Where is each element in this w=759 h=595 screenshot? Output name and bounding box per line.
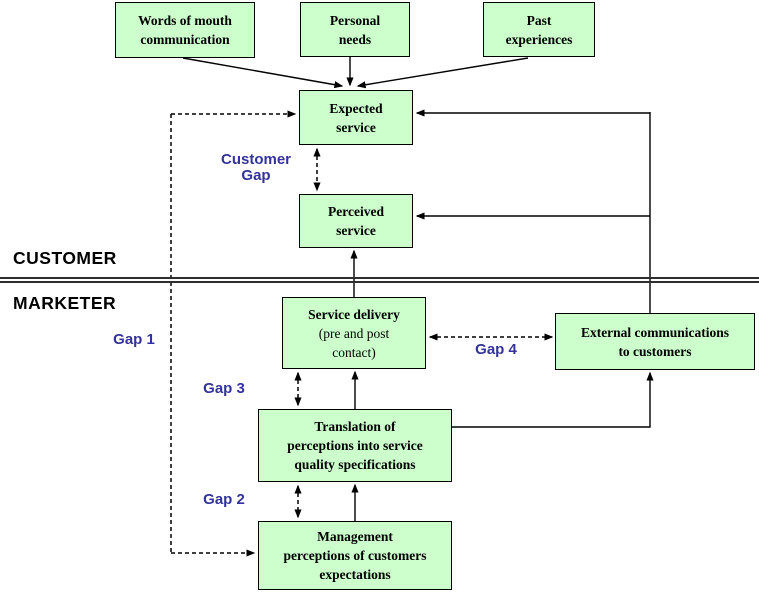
box-management-perceptions: Management perceptions of customers expe…: [258, 521, 452, 590]
box-personal-needs-label: Personal needs: [329, 12, 381, 47]
box-expected-service-label: Expected service: [329, 100, 383, 135]
box-expected-service: Expected service: [299, 90, 413, 145]
customer-gap-label: Customer Gap: [220, 151, 291, 184]
box-service-delivery: Service delivery (pre and post contact): [282, 297, 426, 369]
box-service-delivery-title: Service delivery: [308, 306, 400, 322]
marketer-section-label: MARKETER: [13, 293, 117, 313]
gap1-label: Gap 1: [113, 331, 155, 348]
customer-section-label: CUSTOMER: [13, 248, 117, 268]
customer-marketer-divider-bottom: [0, 281, 759, 283]
arrow-past-experiences-to-expected: [356, 57, 529, 89]
box-perceived-service: Perceived service: [299, 194, 413, 248]
box-translation-label: Translation of perceptions into service …: [287, 419, 423, 472]
box-past-experiences-label: Past experiences: [505, 12, 573, 47]
gap2-label: Gap 2: [203, 491, 245, 508]
arrow-words-of-mouth-to-expected: [182, 57, 344, 89]
customer-marketer-divider-top: [0, 277, 759, 279]
box-perceived-service-label: Perceived service: [328, 204, 384, 238]
gap3-label: Gap 3: [203, 380, 245, 397]
box-management-perceptions-label: Management perceptions of customers expe…: [283, 529, 427, 582]
gap4-label: Gap 4: [475, 341, 517, 358]
box-words-of-mouth: Words of mouth communication: [115, 2, 255, 58]
arrow-translation-to-external-comm: [452, 371, 654, 428]
box-external-communications: External communications to customers: [555, 313, 755, 370]
box-translation: Translation of perceptions into service …: [258, 409, 452, 482]
box-words-of-mouth-label: Words of mouth communication: [138, 13, 232, 47]
box-past-experiences: Past experiences: [483, 2, 595, 57]
box-personal-needs: Personal needs: [300, 2, 410, 57]
box-external-communications-label: External communications to customers: [580, 324, 730, 359]
box-service-delivery-subtitle: (pre and post contact): [318, 325, 390, 360]
